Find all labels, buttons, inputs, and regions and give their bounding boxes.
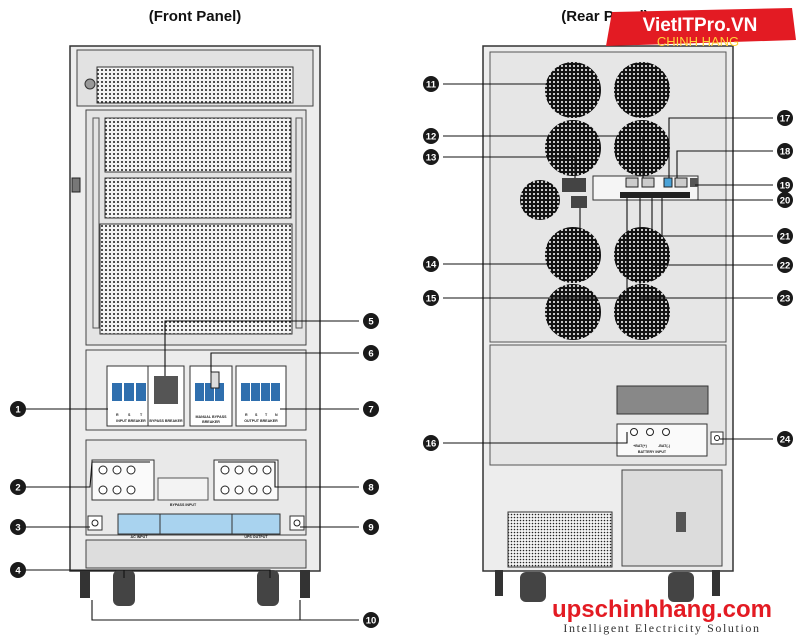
fan-icon — [545, 62, 601, 118]
callout-24: 24 — [780, 435, 791, 446]
callouts-rear: 11 12 13 14 15 16 17 18 19 20 21 22 23 2… — [423, 76, 793, 451]
callout-22: 22 — [780, 261, 791, 272]
callout-20: 20 — [780, 196, 791, 207]
callout-12: 12 — [426, 132, 437, 143]
output-breaker[interactable]: R S T N OUTPUT BREAKER — [235, 365, 287, 427]
callout-8: 8 — [368, 483, 373, 494]
callout-9: 9 — [368, 523, 373, 534]
manual-bypass-label-2: BREAKER — [202, 420, 220, 424]
callouts-front: 1 2 3 4 5 6 7 8 9 10 — [10, 313, 379, 628]
rear-caster-right — [668, 572, 694, 602]
brand-name: VietITPro.VN — [643, 15, 758, 36]
phase-label: S — [255, 413, 258, 417]
phase-label: S — [128, 413, 131, 417]
front-panel-title: (Front Panel) — [149, 8, 242, 25]
ac-input-label: AC INPUT — [131, 535, 149, 539]
callout-23: 23 — [780, 294, 791, 305]
bypass-breaker-label: BYPASS BREAKER — [149, 419, 183, 423]
callout-21: 21 — [780, 232, 791, 243]
phase-label: T — [265, 413, 268, 417]
phase-label: R — [116, 413, 119, 417]
callout-18: 18 — [780, 147, 791, 158]
callout-7: 7 — [368, 405, 373, 416]
manual-bypass-label-1: MANUAL BYPASS — [195, 415, 227, 419]
front-vent-1 — [104, 117, 292, 173]
rear-port-18[interactable] — [674, 177, 688, 188]
callout-2: 2 — [15, 483, 20, 494]
fan-icon — [520, 180, 560, 220]
ground-icon — [87, 515, 103, 531]
callout-4: 4 — [15, 566, 21, 577]
callout-3: 3 — [15, 523, 20, 534]
input-breaker[interactable]: R S T INPUT BREAKER — [106, 365, 156, 427]
callout-19: 19 — [780, 181, 791, 192]
site-tagline: Intelligent Electricity Solution — [563, 621, 760, 635]
input-breaker-label: INPUT BREAKER — [116, 419, 146, 423]
battery-input-label: BATTERY INPUT — [638, 450, 667, 454]
rear-port-13[interactable] — [562, 178, 586, 192]
front-vent-2 — [104, 177, 292, 219]
front-cabinet: R S T INPUT BREAKER BYPASS BREAKER MANUA… — [69, 45, 321, 606]
bat-minus-label: -BAT(-) — [658, 444, 671, 448]
front-top-vent — [96, 66, 294, 104]
fan-icon — [614, 227, 670, 283]
front-vent-3 — [99, 223, 293, 335]
site-name: upschinhhang.com — [552, 596, 772, 623]
fan-icon — [614, 62, 670, 118]
brand-watermark: VietITPro.VN CHINH HANG — [606, 8, 796, 49]
callout-10: 10 — [366, 616, 377, 627]
bypass-input-label: BYPASS INPUT — [170, 503, 197, 507]
rear-cabinet: +BAT(+) -BAT(-) BATTERY INPUT — [482, 45, 734, 602]
fan-icon — [545, 120, 601, 176]
bypass-breaker[interactable]: BYPASS BREAKER — [147, 365, 185, 427]
rear-caster-left — [520, 572, 546, 602]
bat-plus-label: +BAT(+) — [633, 444, 648, 448]
output-breaker-label: OUTPUT BREAKER — [244, 419, 278, 423]
fan-icon — [614, 120, 670, 176]
rear-port-19[interactable] — [690, 178, 698, 187]
callout-16: 16 — [426, 439, 437, 450]
fan-icon — [614, 284, 670, 340]
manual-bypass-breaker[interactable]: MANUAL BYPASS BREAKER — [189, 365, 233, 427]
site-watermark: upschinhhang.com Intelligent Electricity… — [552, 596, 772, 635]
rear-port-12b[interactable] — [641, 177, 655, 188]
callout-1: 1 — [15, 405, 21, 416]
front-caster-right — [257, 570, 279, 606]
callout-11: 11 — [426, 80, 437, 91]
rear-port-17[interactable] — [663, 177, 673, 188]
callout-5: 5 — [368, 317, 374, 328]
callout-15: 15 — [426, 294, 437, 305]
callout-17: 17 — [780, 114, 791, 125]
ups-output-label: UPS OUTPUT — [244, 535, 268, 539]
rear-bottom-vent — [507, 511, 613, 568]
phase-label: N — [275, 413, 278, 417]
front-caster-left — [113, 570, 135, 606]
phase-label: T — [140, 413, 143, 417]
ground-icon — [710, 431, 724, 445]
phase-label: R — [245, 413, 248, 417]
rear-port-12a[interactable] — [625, 177, 639, 188]
fan-icon — [545, 227, 601, 283]
callout-6: 6 — [368, 349, 373, 360]
rear-port-14[interactable] — [571, 196, 587, 208]
output-terminal-block — [213, 459, 279, 501]
input-terminal-block — [91, 459, 155, 501]
ground-icon — [289, 515, 305, 531]
brand-sub: CHINH HANG — [657, 34, 739, 49]
callout-14: 14 — [426, 260, 437, 271]
fan-icon — [545, 284, 601, 340]
leader-lines — [26, 83, 773, 621]
callout-13: 13 — [426, 153, 437, 164]
